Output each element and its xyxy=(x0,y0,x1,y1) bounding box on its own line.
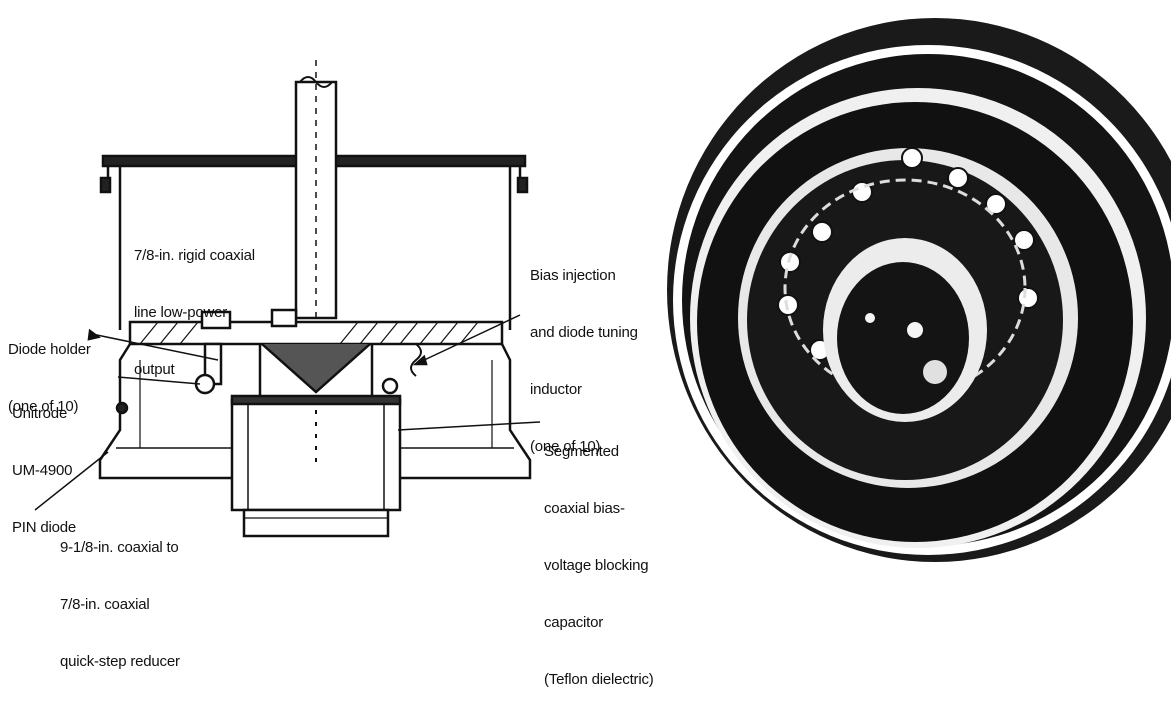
cross-section-drawing xyxy=(34,60,541,538)
device-photograph xyxy=(667,18,1171,562)
label-pin-diode: Unitrode UM-4900 PIN diode xyxy=(12,405,77,536)
reducer-flange xyxy=(242,508,390,538)
label-rigid-coaxial-line: 7/8-in. rigid coaxial line low-power out… xyxy=(134,247,255,378)
label-blocking-capacitor: Segmented coaxial bias- voltage blocking… xyxy=(544,443,654,688)
label-quick-step-reducer: 9-1/8-in. coaxial to 7/8-in. coaxial qui… xyxy=(60,539,180,670)
label-bias-injection: Bias injection and diode tuning inductor… xyxy=(530,267,638,455)
diagram-figure: 7/8-in. rigid coaxial line low-power out… xyxy=(8,18,1171,688)
label-diode-holder: Diode holder (one of 10) xyxy=(8,341,91,415)
